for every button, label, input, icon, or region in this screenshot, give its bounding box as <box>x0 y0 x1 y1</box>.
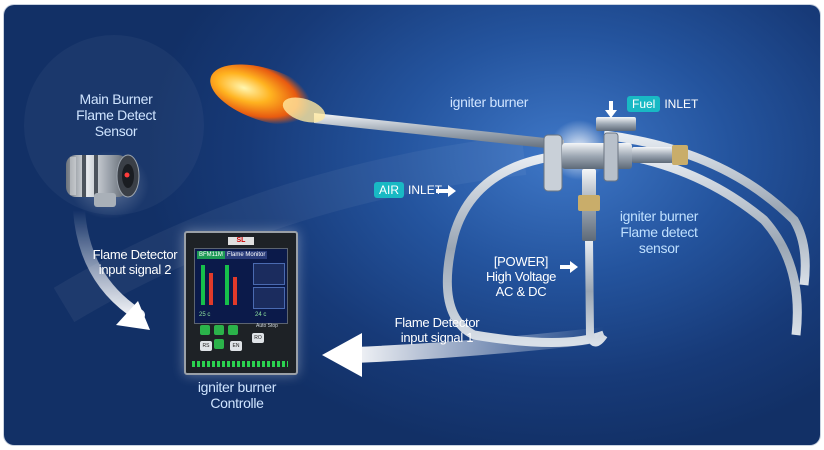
igniter-burner-label: igniter burner <box>449 94 529 110</box>
igniter-sensor-label: igniter burner Flame detect sensor <box>619 208 699 256</box>
controller-screen-title: Flame Monitor <box>225 251 268 259</box>
fuel-badge: Fuel <box>627 96 661 112</box>
main-sensor-label: Main Burner Flame Detect Sensor <box>76 91 156 139</box>
controller-screen: BFM11M Flame Monitor 25 c 24 c <box>194 248 288 324</box>
igniter-lance <box>314 113 564 150</box>
temp-left: 25 c <box>199 312 211 318</box>
product-diagram: SL BFM11M Flame Monitor 25 c 24 c RS EN … <box>4 5 820 445</box>
sensor-hose <box>623 150 802 336</box>
auto-stop-label: Auto Stop <box>256 323 278 329</box>
level-bar-2 <box>209 273 213 305</box>
en-button[interactable]: EN <box>230 341 242 351</box>
igniter-flame <box>210 64 322 126</box>
right-button[interactable] <box>228 325 238 335</box>
up-left-button[interactable] <box>200 325 210 335</box>
controller-brand: SL <box>228 237 254 245</box>
power-inlet-arrow <box>560 261 578 273</box>
ro-button[interactable]: RO <box>252 333 264 343</box>
led-strip <box>192 361 288 367</box>
air-inlet-arrow <box>436 185 456 197</box>
temp-right: 24 c <box>255 312 267 318</box>
fuel-hose <box>603 130 810 286</box>
air-badge: AIR <box>374 182 405 198</box>
status-box-1 <box>253 263 285 285</box>
level-bar-3 <box>225 265 229 305</box>
status-box-2 <box>253 287 285 309</box>
fuel-inlet-arrow <box>605 101 617 118</box>
signal-2-label: Flame Detector input signal 2 <box>92 247 178 277</box>
main-flame-sensor <box>66 151 149 219</box>
signal-2-arrowhead <box>116 301 150 330</box>
igniter-controller: SL BFM11M Flame Monitor 25 c 24 c RS EN … <box>184 231 298 375</box>
level-bar-4 <box>233 277 237 305</box>
controller-model: BFM11M <box>197 251 225 259</box>
rs-button[interactable]: RS <box>200 341 212 351</box>
power-label: [POWER] High Voltage AC & DC <box>485 254 557 299</box>
signal-1-label: Flame Detector input signal 1 <box>394 315 480 345</box>
signal-2-arrow <box>73 204 145 321</box>
signal-1-arrowhead <box>322 333 362 377</box>
down-button[interactable] <box>214 339 224 349</box>
diagram-graphics <box>24 35 810 377</box>
air-hose <box>442 150 606 347</box>
up-button[interactable] <box>214 325 224 335</box>
power-hose <box>585 239 608 347</box>
controller-label: igniter burner Controlle <box>197 379 277 411</box>
level-bar-1 <box>201 265 205 305</box>
burner-manifold <box>543 117 688 241</box>
